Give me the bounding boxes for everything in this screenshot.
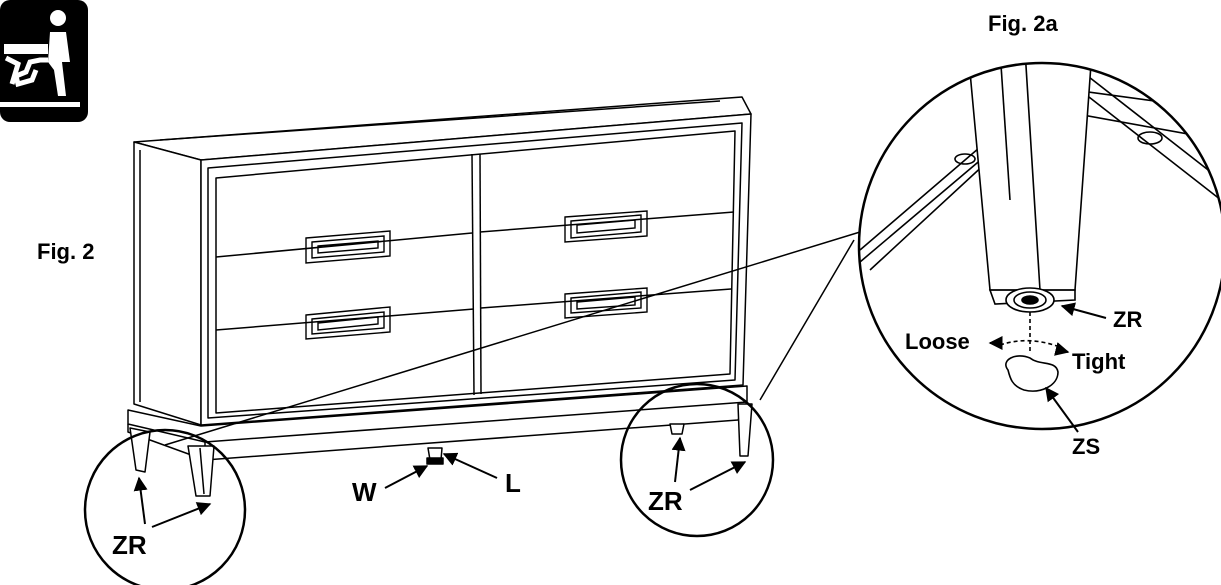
drawer-handles — [305, 210, 648, 340]
dresser — [127, 96, 753, 497]
handle-top-left — [305, 230, 391, 264]
leg-front-left — [187, 445, 215, 497]
fig2a-title: Fig. 2a — [988, 11, 1058, 36]
zoom-line-upper — [164, 231, 861, 446]
leg-hidden-right — [669, 423, 685, 435]
callout-arrows — [133, 302, 1107, 528]
detail-circle-right — [619, 382, 775, 538]
callout-zs: ZS — [1072, 434, 1101, 459]
label-loose: Loose — [905, 329, 970, 354]
fig2-title: Fig. 2 — [37, 239, 95, 264]
two-person-lift-icon — [0, 0, 88, 122]
handle-bottom-right — [564, 287, 648, 319]
fig2a-detail — [857, 61, 1221, 431]
dresser-front-frame — [200, 113, 752, 426]
callout-w: W — [352, 477, 377, 507]
callout-l: L — [505, 468, 521, 498]
fig2a-circle — [857, 61, 1221, 431]
leg-front-right — [737, 403, 753, 457]
handle-bottom-left — [305, 306, 391, 340]
detail-circle-left — [83, 428, 247, 585]
callout-zr-detail: ZR — [1113, 307, 1143, 332]
callout-zr-right: ZR — [648, 486, 683, 516]
wrench-detail — [1005, 355, 1059, 392]
zoom-line-lower — [759, 239, 855, 401]
dresser-side — [133, 141, 202, 426]
leg-detail — [967, 63, 1093, 291]
leg-back-left — [129, 427, 151, 473]
callout-zr-left: ZR — [112, 530, 147, 560]
label-tight: Tight — [1072, 349, 1126, 374]
handle-top-right — [564, 210, 648, 243]
